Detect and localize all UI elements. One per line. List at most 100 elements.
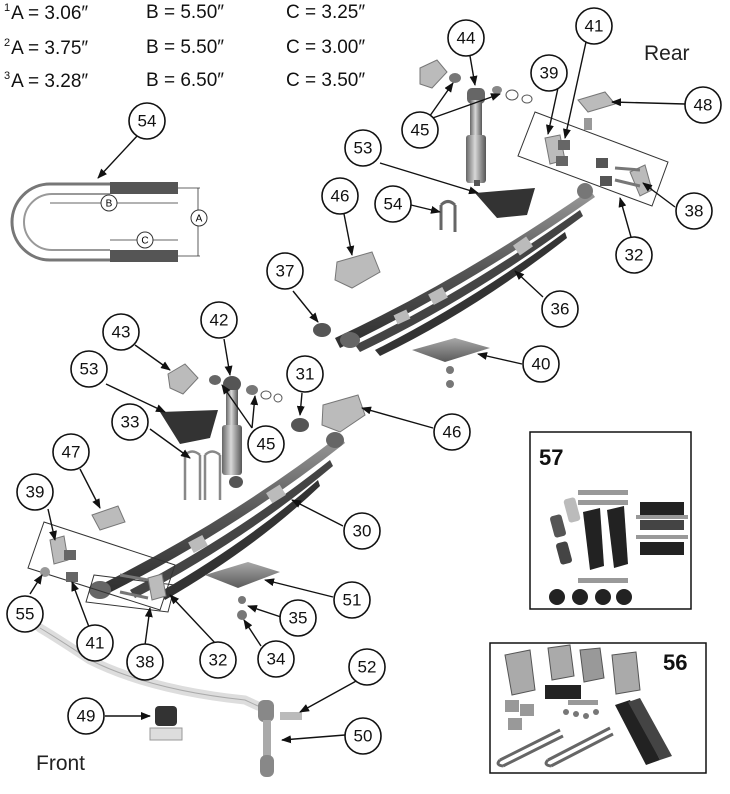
svg-text:30: 30 bbox=[353, 522, 372, 541]
svg-text:52: 52 bbox=[358, 658, 377, 677]
rear-spring-plate bbox=[412, 338, 490, 362]
svg-text:38: 38 bbox=[136, 653, 155, 672]
svg-text:53: 53 bbox=[354, 139, 373, 158]
svg-text:32: 32 bbox=[625, 246, 644, 265]
front-shackle-box bbox=[27, 521, 176, 613]
callout-53-front: 53 bbox=[70, 350, 108, 388]
ubolt-thread-top bbox=[110, 182, 178, 194]
bushing-31 bbox=[291, 418, 309, 432]
svg-text:54: 54 bbox=[138, 112, 157, 131]
callout-54-rear: 54 bbox=[374, 185, 412, 223]
callout-30: 30 bbox=[343, 512, 381, 550]
svg-text:43: 43 bbox=[112, 323, 131, 342]
spec-line-3: 3A = 3.28″ B = 6.50″C = 3.50″ bbox=[4, 70, 366, 92]
callout-33: 33 bbox=[111, 403, 149, 441]
callout-37: 37 bbox=[266, 252, 304, 290]
svg-text:45: 45 bbox=[257, 435, 276, 454]
svg-text:54: 54 bbox=[384, 195, 403, 214]
dim-b-label: B bbox=[106, 199, 113, 210]
svg-text:44: 44 bbox=[457, 29, 476, 48]
svg-text:41: 41 bbox=[86, 634, 105, 653]
rear-shock-bracket bbox=[419, 59, 448, 89]
callout-54-top: 54 bbox=[128, 102, 166, 140]
spec-line-2: 2A = 3.75″ B = 5.50″C = 3.00″ bbox=[4, 37, 366, 59]
svg-text:50: 50 bbox=[354, 727, 373, 746]
callout-49: 49 bbox=[67, 697, 105, 735]
dim-a-label: A bbox=[196, 214, 203, 225]
kit-57-box: 57 bbox=[529, 431, 692, 610]
callout-32-front: 32 bbox=[199, 641, 237, 679]
kit-56-number: 56 bbox=[663, 650, 687, 675]
front-spring-plate bbox=[205, 562, 280, 588]
front-leaf-spring bbox=[89, 432, 345, 600]
sway-bar-bushing bbox=[155, 706, 177, 726]
callout-39-front: 39 bbox=[16, 473, 54, 511]
svg-text:55: 55 bbox=[16, 605, 35, 624]
callout-50: 50 bbox=[344, 717, 382, 755]
kit-56-box: 56 bbox=[489, 642, 707, 774]
rear-ubolt bbox=[439, 200, 457, 232]
callout-47: 47 bbox=[52, 433, 90, 471]
callout-46-front: 46 bbox=[433, 413, 471, 451]
callout-38-rear: 38 bbox=[675, 192, 713, 230]
svg-text:47: 47 bbox=[62, 443, 81, 462]
rear-shackle-bracket-48 bbox=[577, 91, 616, 113]
link-bolt-52 bbox=[280, 712, 302, 720]
svg-text:39: 39 bbox=[26, 483, 45, 502]
callout-45-front: 45 bbox=[247, 425, 285, 463]
rear-spring-eye-bushing bbox=[340, 332, 360, 348]
callout-41-front: 41 bbox=[76, 624, 114, 662]
svg-text:46: 46 bbox=[331, 187, 350, 206]
callout-34: 34 bbox=[257, 640, 295, 678]
front-hanger-bracket bbox=[321, 394, 366, 433]
front-shock-bracket bbox=[167, 363, 199, 395]
callout-39-rear: 39 bbox=[530, 54, 568, 92]
bushing-37 bbox=[313, 323, 331, 337]
svg-text:39: 39 bbox=[540, 64, 559, 83]
callout-51: 51 bbox=[333, 581, 371, 619]
front-bracket-47 bbox=[91, 505, 126, 531]
callout-55: 55 bbox=[6, 595, 44, 633]
callout-52: 52 bbox=[348, 648, 386, 686]
callout-31: 31 bbox=[286, 355, 324, 393]
callout-48: 48 bbox=[684, 86, 722, 124]
front-ubolts bbox=[183, 450, 222, 500]
kit-57-number: 57 bbox=[539, 445, 563, 470]
ubolt-thread-bottom bbox=[110, 250, 178, 262]
front-spring-eye-bushing bbox=[89, 581, 111, 599]
front-label: Front bbox=[36, 752, 86, 775]
rear-label: Rear bbox=[644, 42, 690, 65]
svg-text:35: 35 bbox=[289, 609, 308, 628]
callout-43: 43 bbox=[102, 313, 140, 351]
svg-text:36: 36 bbox=[551, 300, 570, 319]
svg-text:37: 37 bbox=[276, 262, 295, 281]
callout-40: 40 bbox=[522, 345, 560, 383]
ubolt-dimension-drawing: B C A bbox=[10, 182, 208, 262]
callout-44: 44 bbox=[447, 19, 485, 57]
callout-45-rear: 45 bbox=[401, 111, 439, 149]
svg-text:45: 45 bbox=[411, 121, 430, 140]
svg-text:41: 41 bbox=[585, 17, 604, 36]
front-shock-absorber bbox=[209, 375, 283, 488]
svg-text:40: 40 bbox=[532, 355, 551, 374]
dim-c-label: C bbox=[141, 236, 148, 247]
rear-spring-perch bbox=[475, 188, 535, 218]
rear-hanger-bracket bbox=[334, 251, 381, 289]
spec-line-1: 1A = 3.06″ B = 5.50″C = 3.25″ bbox=[4, 2, 366, 24]
front-spring-perch bbox=[160, 410, 218, 444]
svg-text:48: 48 bbox=[694, 96, 713, 115]
sway-bar-link bbox=[258, 700, 302, 777]
callout-35: 35 bbox=[279, 599, 317, 637]
svg-text:51: 51 bbox=[343, 591, 362, 610]
callout-32-rear: 32 bbox=[615, 236, 653, 274]
rear-shackle-box bbox=[517, 111, 669, 207]
svg-text:31: 31 bbox=[296, 365, 315, 384]
svg-text:42: 42 bbox=[210, 311, 229, 330]
svg-text:33: 33 bbox=[121, 413, 140, 432]
callout-42: 42 bbox=[200, 301, 238, 339]
callout-36: 36 bbox=[541, 290, 579, 328]
svg-text:49: 49 bbox=[77, 707, 96, 726]
svg-text:46: 46 bbox=[443, 423, 462, 442]
